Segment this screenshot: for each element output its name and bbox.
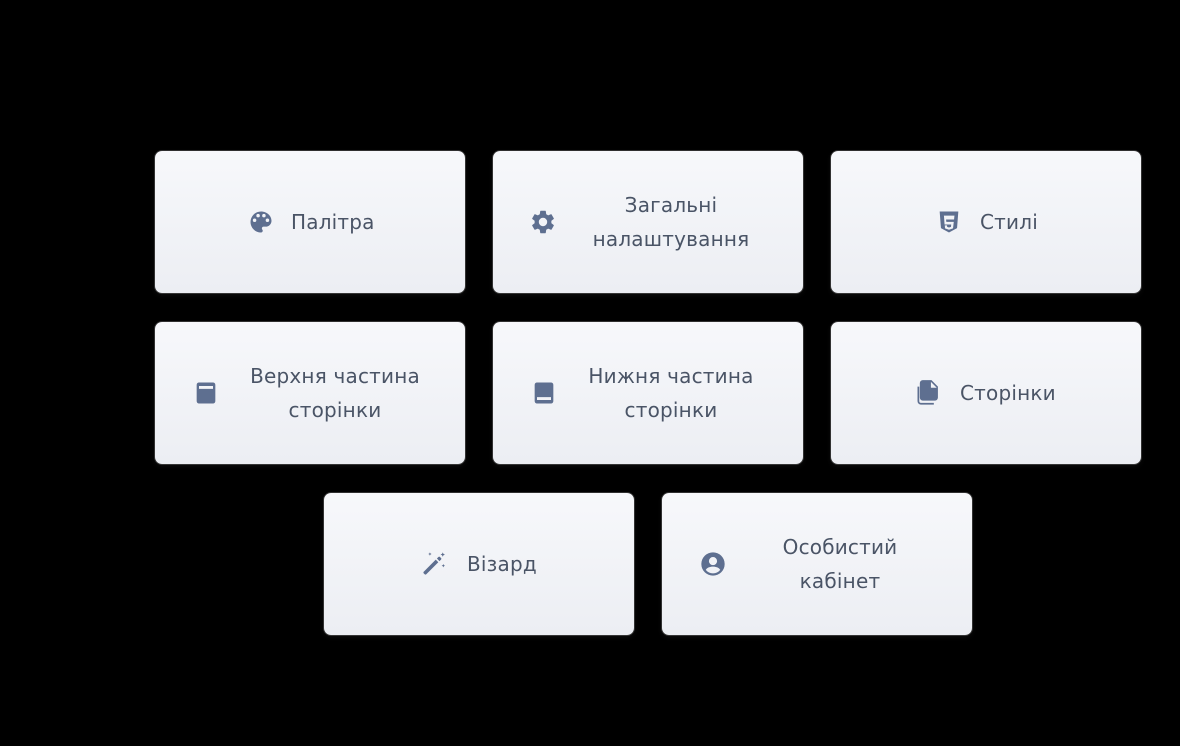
pages-label: Сторінки xyxy=(960,381,1056,405)
user-circle-icon xyxy=(698,549,728,579)
gear-icon xyxy=(528,207,558,237)
header-tile[interactable]: Верхня частина сторінки xyxy=(155,322,465,464)
wizard-tile[interactable]: Візард xyxy=(324,493,634,635)
account-label: Особистий кабінет xyxy=(782,535,898,593)
styles-tile[interactable]: Стилі xyxy=(831,151,1141,293)
palette-label: Палітра xyxy=(291,210,375,234)
palette-icon xyxy=(246,207,276,237)
footer-label: Нижня частина сторінки xyxy=(588,364,754,422)
header-label: Верхня частина сторінки xyxy=(250,364,420,422)
wizard-label: Візард xyxy=(467,552,537,576)
page-header-icon xyxy=(191,378,221,408)
styles-label: Стилі xyxy=(980,210,1038,234)
pages-tile[interactable]: Сторінки xyxy=(831,322,1141,464)
account-tile[interactable]: Особистий кабінет xyxy=(662,493,972,635)
page-footer-icon xyxy=(529,378,559,408)
general-settings-tile[interactable]: Загальні налаштування xyxy=(493,151,803,293)
palette-tile[interactable]: Палітра xyxy=(155,151,465,293)
copy-pages-icon xyxy=(913,378,943,408)
css3-icon xyxy=(934,207,964,237)
footer-tile[interactable]: Нижня частина сторінки xyxy=(493,322,803,464)
general-settings-label: Загальні налаштування xyxy=(592,193,750,251)
magic-wand-icon xyxy=(419,549,449,579)
